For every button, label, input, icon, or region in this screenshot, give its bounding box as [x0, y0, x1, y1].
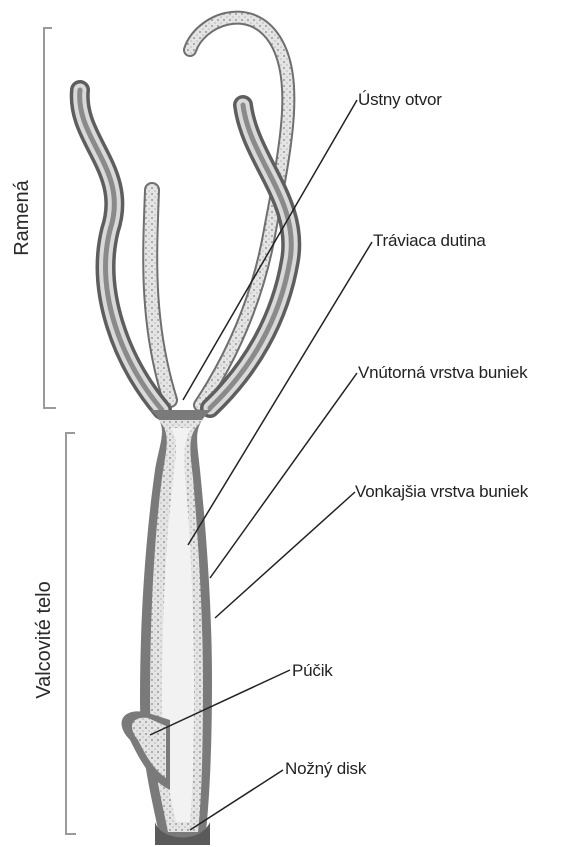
body-bracket	[66, 433, 76, 834]
label-foot-disk: Nožný disk	[285, 760, 366, 777]
label-outer-layer: Vonkajšia vrstva buniek	[355, 483, 528, 500]
tentacle-long	[190, 18, 288, 405]
tentacle-center	[150, 190, 170, 400]
leader-mouth	[183, 100, 357, 400]
leader-inner	[210, 373, 357, 578]
label-mouth: Ústny otvor	[358, 91, 442, 108]
leader-outer	[215, 492, 355, 618]
region-label-body: Valcovité telo	[34, 581, 54, 698]
label-cavity: Tráviaca dutina	[373, 232, 486, 249]
label-bud: Púčik	[292, 662, 333, 679]
region-label-arms: Ramená	[12, 180, 32, 256]
arms-bracket	[44, 28, 56, 408]
label-inner-layer: Vnútorná vrstva buniek	[358, 364, 527, 381]
